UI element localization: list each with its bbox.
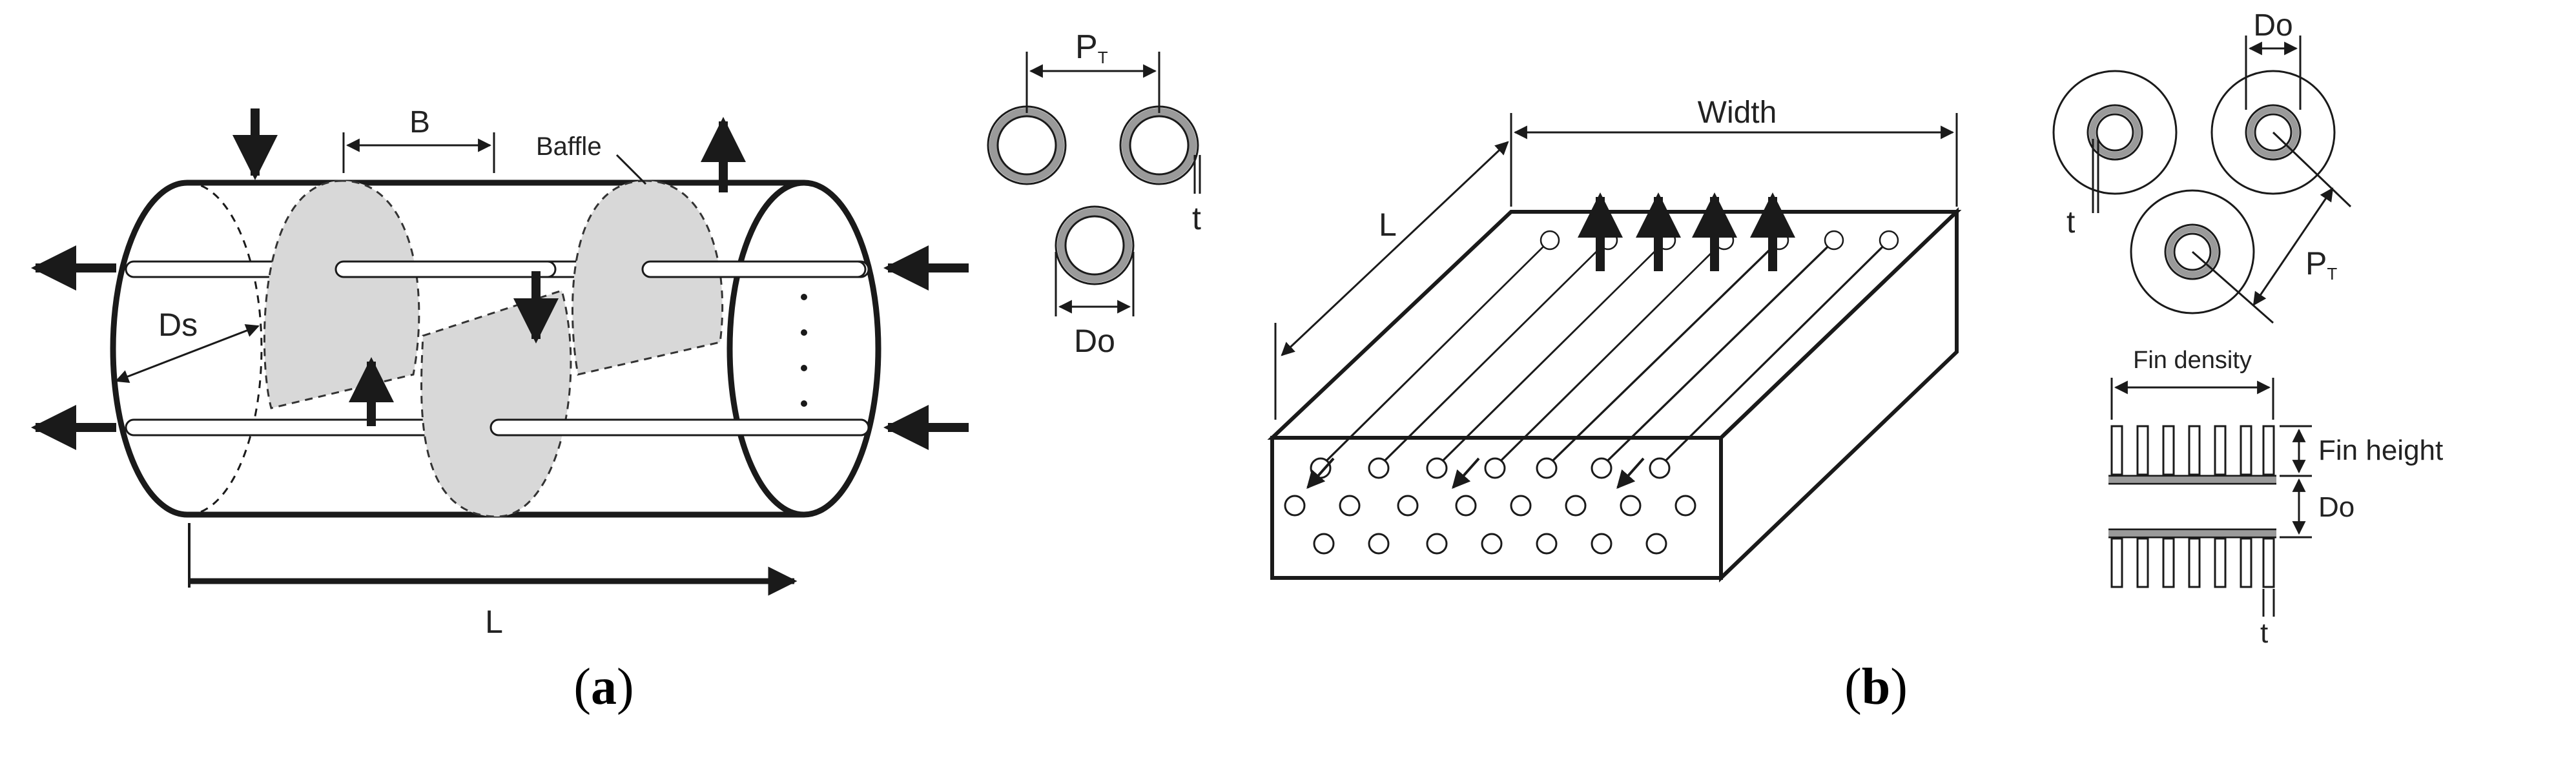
shell-diameter-label: Ds	[158, 307, 198, 343]
inflow-arrows	[1306, 457, 1645, 489]
finned-tube-cross-section	[2052, 70, 2178, 195]
dimension-baffle-spacing	[342, 132, 495, 173]
tube-cross-section	[1119, 105, 1199, 185]
width-label: Width	[1698, 96, 1777, 130]
depth-length-label: L	[1379, 207, 1397, 243]
tube-cross-section	[1055, 205, 1135, 285]
thickness-fin-label: t	[2260, 617, 2268, 649]
tube-bank-box	[1267, 207, 1962, 583]
baffle-1	[263, 180, 420, 409]
baffle-label: Baffle	[536, 132, 602, 161]
tube-lines	[1315, 240, 1890, 472]
thickness-label: t	[1192, 200, 1201, 236]
tube-cross-section	[987, 105, 1067, 185]
tube-pitch-b-label: PT	[2305, 245, 2337, 283]
dimension-length	[188, 523, 798, 596]
outer-diameter-label: Do	[1074, 323, 1115, 359]
baffle-spacing-label: B	[409, 105, 430, 139]
fins-upper	[2110, 425, 2275, 476]
tube-layout-detail: PT t Do	[987, 28, 1201, 359]
fins-lower	[2110, 537, 2275, 588]
fin-density-label: Fin density	[2133, 347, 2252, 374]
airflow-arrows	[1578, 192, 1795, 271]
tube-holes-front	[1284, 457, 1696, 555]
panel-a-shell-and-tube: B Baffle Ds L	[31, 28, 1201, 715]
length-label: L	[485, 604, 503, 640]
panel-b-finned-tube-bank: Width L	[1267, 8, 2443, 715]
baffle-leader	[615, 154, 647, 185]
panel-b-label: (b)	[1844, 659, 1908, 715]
fin-profile-detail: Fin density	[2108, 347, 2443, 649]
panel-a-label: (a)	[573, 659, 634, 715]
tube-row-ellipsis	[801, 294, 807, 407]
flow-arrows	[31, 108, 969, 450]
dimension-width	[1510, 113, 1958, 207]
baffle-3	[572, 180, 724, 376]
thickness-top-label: t	[2066, 205, 2075, 240]
baffles	[263, 180, 724, 518]
dimension-depth-length	[1274, 141, 1509, 420]
fin-height-label: Fin height	[2318, 435, 2443, 466]
outer-diameter-fin-label: Do	[2318, 491, 2354, 523]
baffle-2	[420, 289, 572, 518]
outer-diameter-top-label: Do	[2253, 8, 2293, 43]
tube-pitch-label: PT	[1075, 28, 1108, 67]
dimension-shell-diameter	[115, 324, 260, 383]
finned-tube-layout-detail: Do t PT	[2052, 8, 2352, 324]
